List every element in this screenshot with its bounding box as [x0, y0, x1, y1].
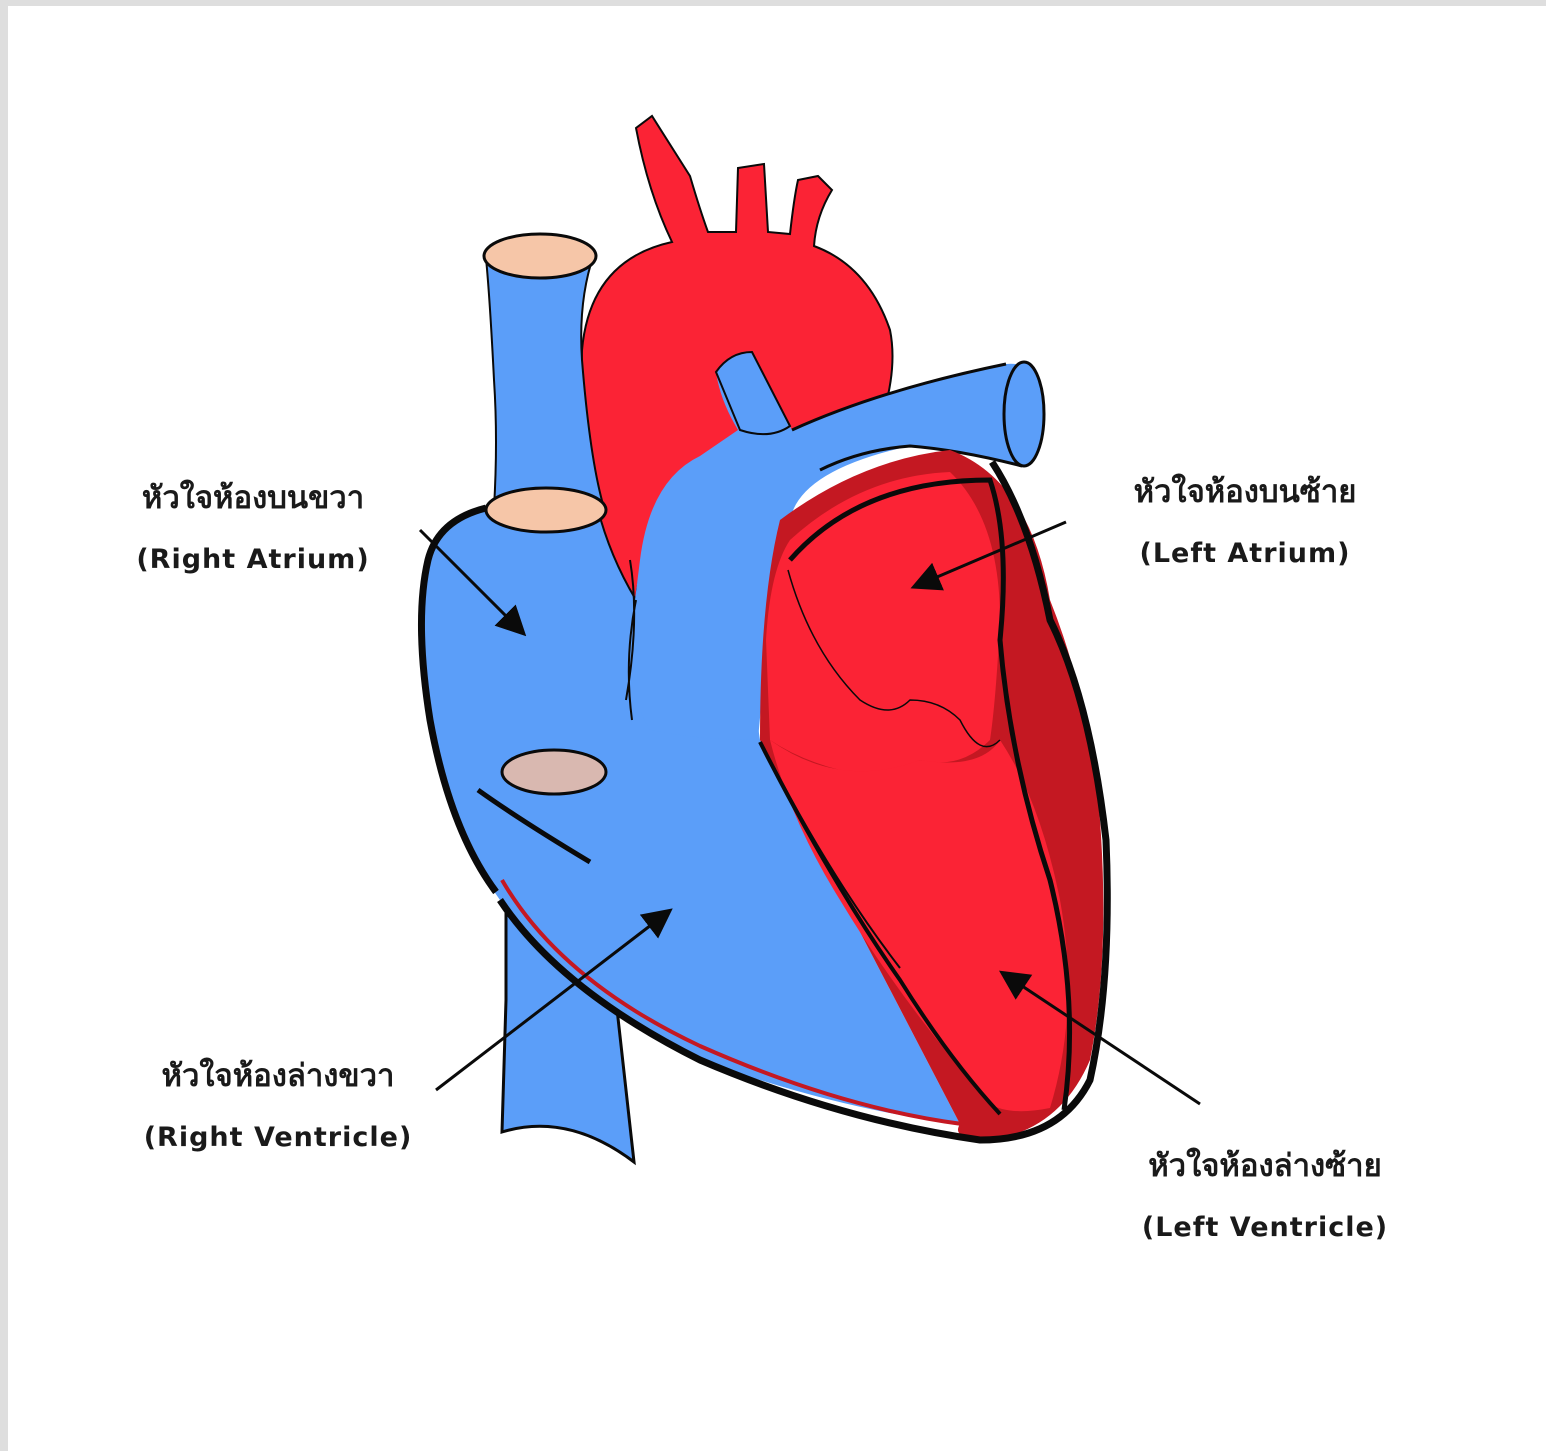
label-left-ventricle: หัวใจห้องล่างซ้าย (Left Ventricle) — [1110, 1144, 1420, 1250]
label-right-ventricle: หัวใจห้องล่างขวา (Right Ventricle) — [118, 1054, 438, 1160]
svc-top-opening — [484, 234, 596, 278]
svc-lower-opening — [486, 488, 606, 532]
pulmonary-artery-opening — [1004, 362, 1044, 466]
label-right-ventricle-thai: หัวใจห้องล่างขวา — [118, 1054, 438, 1098]
label-left-atrium-english: (Left Atrium) — [1100, 532, 1390, 576]
label-left-ventricle-thai: หัวใจห้องล่างซ้าย — [1110, 1144, 1420, 1188]
label-right-atrium-english: (Right Atrium) — [108, 538, 398, 582]
label-right-atrium-thai: หัวใจห้องบนขวา — [108, 476, 398, 520]
label-right-atrium: หัวใจห้องบนขวา (Right Atrium) — [108, 476, 398, 582]
ivc-opening — [502, 750, 606, 794]
label-right-ventricle-english: (Right Ventricle) — [118, 1116, 438, 1160]
label-left-atrium-thai: หัวใจห้องบนซ้าย — [1100, 470, 1390, 514]
label-left-ventricle-english: (Left Ventricle) — [1110, 1206, 1420, 1250]
label-left-atrium: หัวใจห้องบนซ้าย (Left Atrium) — [1100, 470, 1390, 576]
